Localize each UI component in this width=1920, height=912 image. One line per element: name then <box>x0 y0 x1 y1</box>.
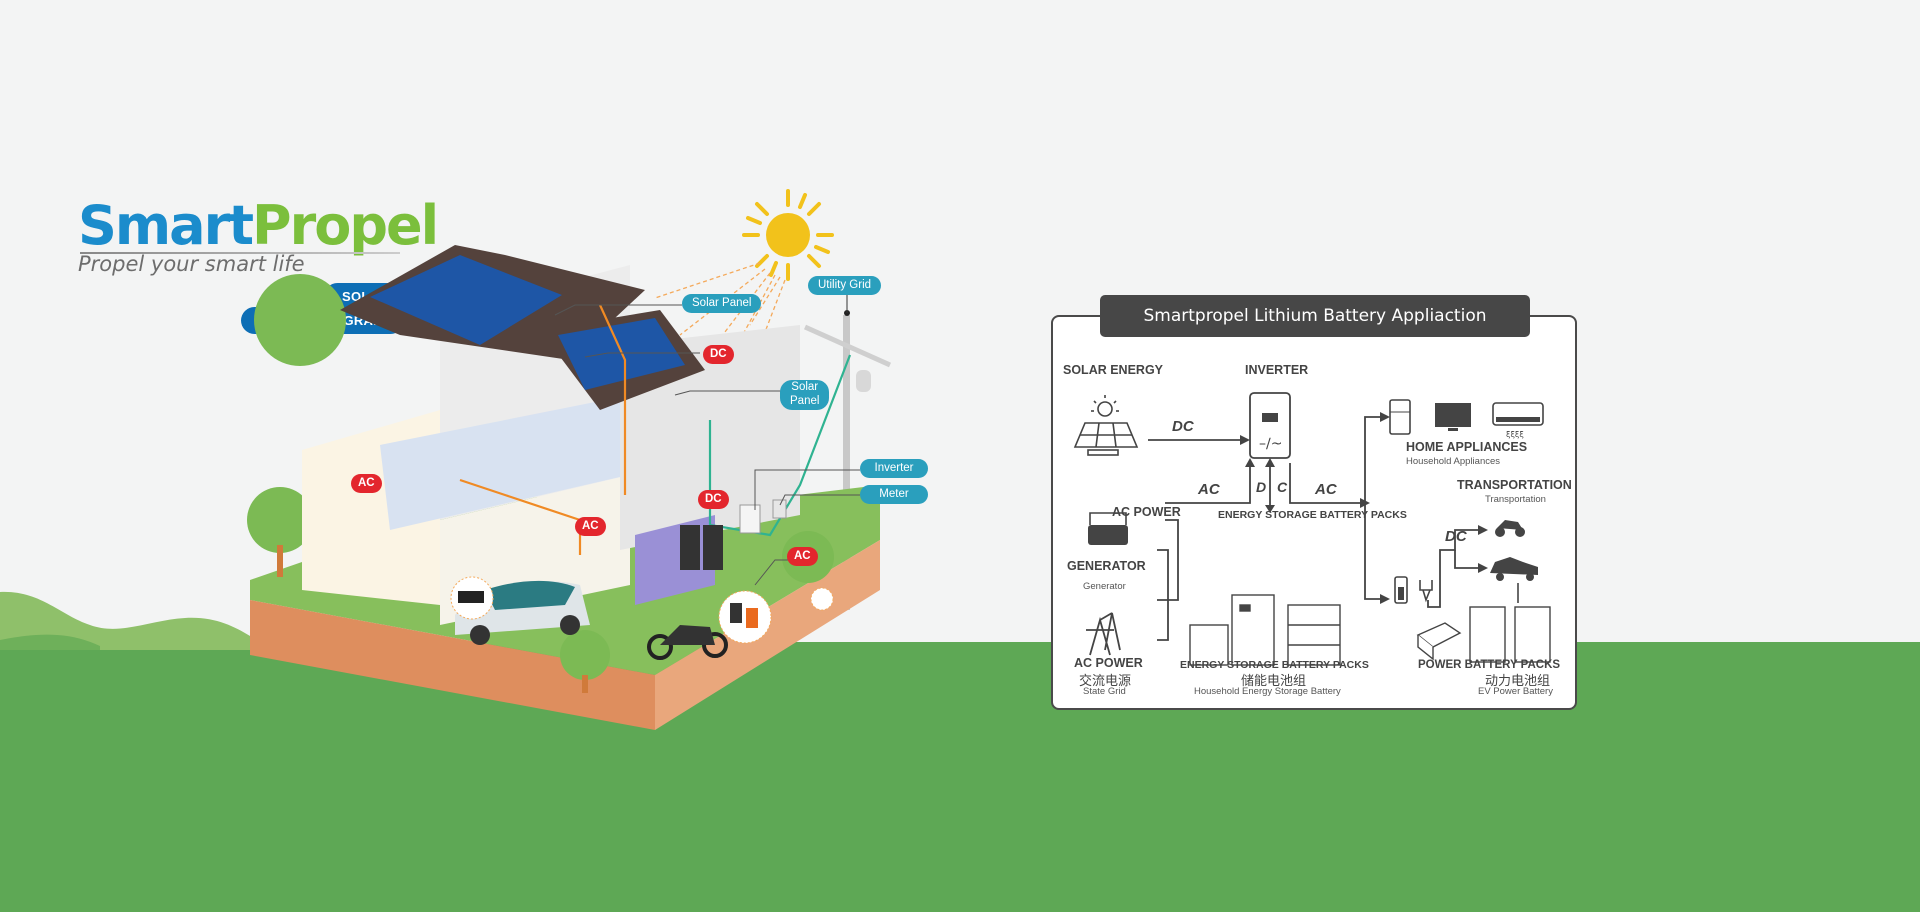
logo-divider <box>80 252 400 254</box>
flow-label-d: D <box>1256 479 1267 495</box>
monitor-icon <box>1435 403 1471 431</box>
label-inverter-heading: INVERTER <box>1245 363 1309 377</box>
label-energy-storage-cn: 储能电池组 <box>1241 673 1307 688</box>
power-battery-packs-icon <box>1416 606 1551 663</box>
sun-icon <box>742 189 834 281</box>
label-ac-garage: AC <box>575 517 606 536</box>
label-utility-grid: Utility Grid <box>808 276 882 295</box>
battery-icon <box>1394 576 1408 604</box>
label-dc-roof: DC <box>703 345 734 364</box>
label-power-battery: POWER BATTERY PACKS <box>1418 659 1561 671</box>
label-dc-storage: DC <box>698 490 729 509</box>
flow-diagram: –∕~ ξξξξ <box>1073 392 1551 666</box>
label-solar-panel-2-line1: Solar <box>791 381 819 393</box>
flow-label-c: C <box>1277 479 1288 495</box>
label-solar-energy: SOLAR ENERGY <box>1063 363 1164 377</box>
label-solar-panel: Solar Panel <box>682 294 762 313</box>
label-transportation-sub: Transportation <box>1485 494 1546 505</box>
brand-logo: SmartPropel <box>78 194 439 257</box>
ground-band <box>0 642 1920 912</box>
label-inverter: Inverter <box>860 459 928 478</box>
label-generator: GENERATOR <box>1067 559 1146 573</box>
power-pylon-icon <box>1086 612 1121 656</box>
label-home-appliances-sub: Household Appliances <box>1406 456 1501 467</box>
label-energy-storage: ENERGY STORAGE BATTERY PACKS <box>1180 659 1369 671</box>
label-power-battery-sub: EV Power Battery <box>1478 686 1553 697</box>
air-conditioner-icon: ξξξξ <box>1492 402 1544 439</box>
svg-text:–∕~: –∕~ <box>1259 436 1282 452</box>
flow-label-ac-in: AC <box>1198 481 1220 498</box>
label-solar-panel-2-line2: Panel <box>790 395 820 407</box>
refrigerator-icon <box>1389 399 1411 435</box>
tagline: Propel your smart life <box>78 252 305 276</box>
label-transportation: TRANSPORTATION <box>1457 478 1572 492</box>
solar-panel-icon <box>1073 395 1139 456</box>
label-meter: Meter <box>860 485 928 504</box>
label-ac-power-cn: 交流电源 <box>1079 673 1132 688</box>
solar-house-illustration <box>247 189 892 730</box>
logo-propel: Propel <box>252 194 439 257</box>
flow-label-ac-out: AC <box>1315 481 1337 498</box>
inverter-icon: –∕~ <box>1249 392 1291 459</box>
label-power-battery-cn: 动力电池组 <box>1485 673 1551 688</box>
label-ac-meter: AC <box>787 547 818 566</box>
label-ac-power-sub: State Grid <box>1083 686 1126 697</box>
svg-text:ξξξξ: ξξξξ <box>1506 430 1524 439</box>
energy-storage-batteries-icon <box>1189 594 1341 666</box>
label-home-appliances: HOME APPLIANCES <box>1406 440 1528 454</box>
flow-label-dc-solar: DC <box>1172 418 1194 435</box>
label-generator-sub: Generator <box>1083 581 1126 592</box>
label-ac-power-top: AC POWER <box>1112 505 1181 519</box>
flow-label-dc-transport: DC <box>1445 528 1467 545</box>
electric-car-icon <box>1490 557 1538 581</box>
label-ac-power: AC POWER <box>1074 656 1143 670</box>
logo-smart: Smart <box>78 194 254 257</box>
background-hills <box>0 591 260 650</box>
label-energy-storage-top: ENERGY STORAGE BATTERY PACKS <box>1218 509 1407 521</box>
generator-icon <box>1088 512 1128 545</box>
label-ac-living: AC <box>351 474 382 493</box>
panel-title: Smartpropel Lithium Battery Appliaction <box>1100 295 1530 337</box>
label-energy-storage-sub: Household Energy Storage Battery <box>1194 686 1341 697</box>
motorcycle-icon <box>1495 520 1525 537</box>
plug-icon <box>1419 580 1433 603</box>
